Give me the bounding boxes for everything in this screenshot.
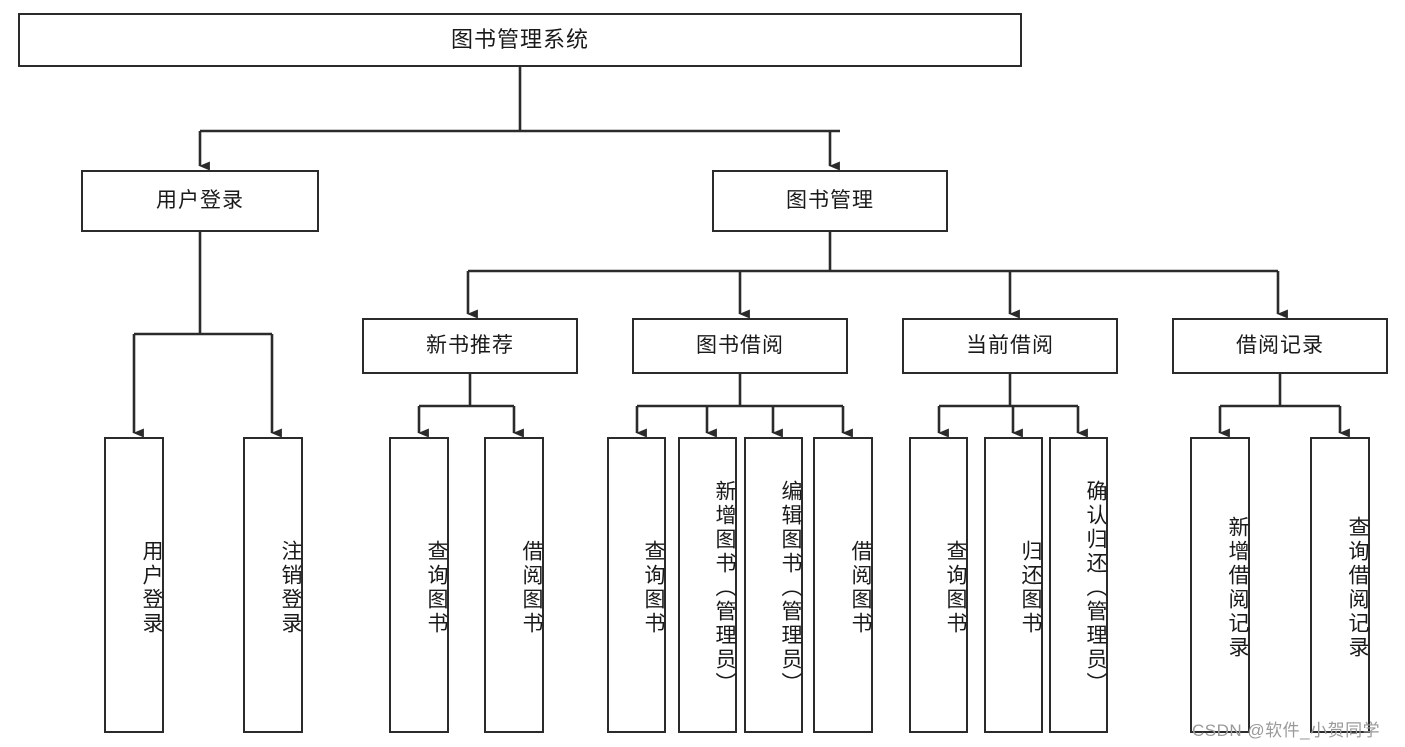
node-label: 借阅图书 [520,540,543,636]
leaf-query-book-current[interactable]: 查询图书 [909,437,968,733]
leaf-query-book-borrowing[interactable]: 查询图书 [607,437,666,733]
node-user-login[interactable]: 用户登录 [81,170,319,232]
node-current-borrowing[interactable]: 当前借阅 [902,318,1118,374]
leaf-return-book[interactable]: 归还图书 [984,437,1043,733]
leaf-user-login[interactable]: 用户登录 [104,437,164,733]
node-borrowing-records[interactable]: 借阅记录 [1172,318,1388,374]
node-label: 注销登录 [279,540,302,636]
node-new-book-recommendation[interactable]: 新书推荐 [362,318,578,374]
node-label: 新增图书（管理员） [713,480,736,696]
leaf-borrow-book[interactable]: 借阅图书 [813,437,873,733]
leaf-query-book-recommendation[interactable]: 查询图书 [389,437,449,733]
leaf-borrow-book-recommendation[interactable]: 借阅图书 [484,437,544,733]
node-label: 新增借阅记录 [1226,516,1249,660]
node-label: 图书借阅 [696,334,784,358]
leaf-confirm-return-admin[interactable]: 确认归还（管理员） [1049,437,1108,733]
node-label: 查询图书 [425,540,448,636]
node-label: 查询借阅记录 [1346,516,1369,660]
leaf-add-borrowing-record[interactable]: 新增借阅记录 [1190,437,1250,733]
csdn-watermark: CSDN @软件_小贺同学 [1192,721,1381,740]
node-label: 查询图书 [642,540,665,636]
node-label: 当前借阅 [966,334,1054,358]
leaf-edit-book-admin[interactable]: 编辑图书（管理员） [744,437,803,733]
node-root-book-management-system[interactable]: 图书管理系统 [18,13,1022,67]
node-label: 查询图书 [944,540,967,636]
leaf-logout[interactable]: 注销登录 [243,437,303,733]
node-label: 归还图书 [1019,540,1042,636]
leaf-query-borrowing-record[interactable]: 查询借阅记录 [1310,437,1370,733]
node-label: 图书管理 [786,189,874,213]
node-label: 用户登录 [140,540,163,636]
node-label: 编辑图书（管理员） [779,480,802,696]
node-book-management[interactable]: 图书管理 [712,170,948,232]
node-label: 图书管理系统 [450,26,589,52]
node-label: 新书推荐 [426,334,514,358]
node-label: 确认归还（管理员） [1084,480,1107,696]
leaf-add-book-admin[interactable]: 新增图书（管理员） [678,437,737,733]
node-label: 借阅记录 [1236,334,1324,358]
node-book-borrowing[interactable]: 图书借阅 [632,318,848,374]
node-label: 借阅图书 [849,540,872,636]
node-label: 用户登录 [156,189,244,213]
